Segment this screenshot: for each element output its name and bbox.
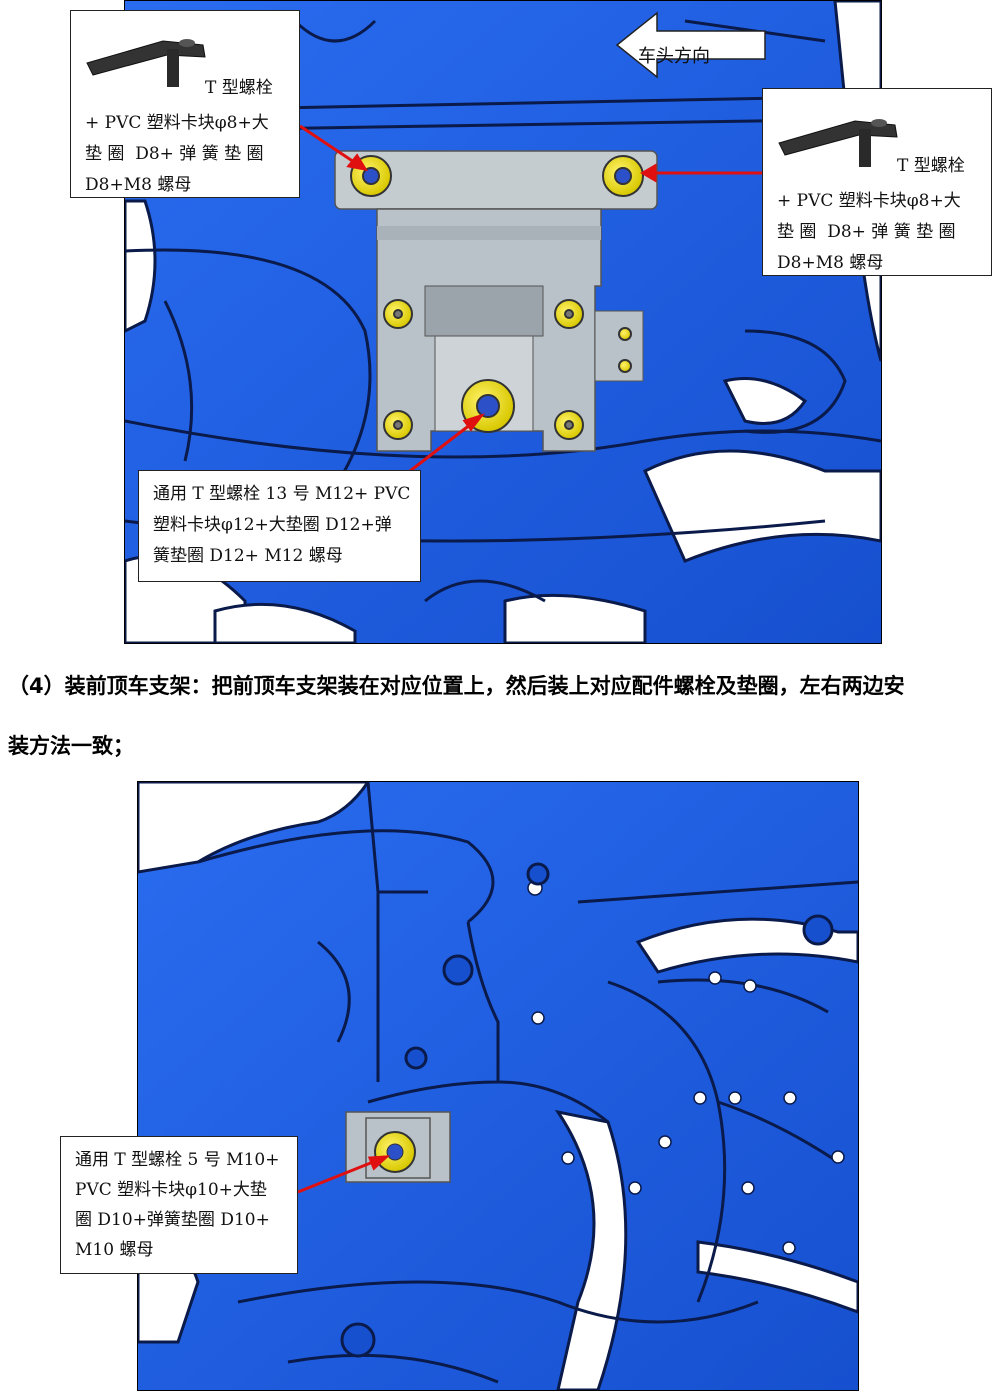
callout-right-line-2: + PVC 塑料卡块φ8+大 (777, 191, 961, 211)
leader-arrow (297, 1155, 391, 1194)
vehicle-body-panel (138, 782, 858, 1390)
bolt-m10-center (386, 1143, 404, 1161)
callout-right-line-1: T 型螺栓 (897, 156, 965, 176)
direction-arrow-icon (615, 11, 766, 79)
callout-bottom-line-1: 通用 T 型螺栓 13 号 M12+ PVC (153, 484, 411, 504)
callout-left-line-1: T 型螺栓 (205, 78, 273, 98)
step-4-line-1: （4）装前顶车支架：把前顶车支架装在对应位置上，然后装上对应配件螺栓及垫圈，左右… (8, 674, 905, 698)
callout-bottom-line-2: 塑料卡块φ12+大垫圈 D12+弹 (153, 515, 392, 535)
bracket-flange (377, 226, 601, 240)
figure-2-front-jack-bracket (137, 781, 859, 1391)
t-bolt-icon (86, 39, 206, 87)
callout-right-line-3: 垫 圈 D8+ 弹 簧 垫 圈 (777, 222, 956, 242)
callout-left-t-bolt: T 型螺栓 + PVC 塑料卡块φ8+大 垫 圈 D8+ 弹 簧 垫 圈 D8+… (70, 10, 300, 198)
bracket-channel (424, 285, 544, 337)
callout-fig2-line-4: M10 螺母 (75, 1240, 154, 1260)
callout-fig2-line-1: 通用 T 型螺栓 5 号 M10+ (75, 1150, 280, 1170)
callout-right-t-bolt: T 型螺栓 + PVC 塑料卡块φ8+大 垫 圈 D8+ 弹 簧 垫 圈 D8+… (762, 88, 992, 276)
callout-fig2-line-2: PVC 塑料卡块φ10+大垫 (75, 1180, 267, 1200)
figure-2-illustration (138, 782, 858, 1390)
step-4-line-2: 装方法一致； (8, 734, 134, 758)
bolt-group (350, 155, 644, 440)
callout-fig2-line-3: 圈 D10+弹簧垫圈 D10+ (75, 1210, 270, 1230)
callout-t-bolt-5: 通用 T 型螺栓 5 号 M10+ PVC 塑料卡块φ10+大垫 圈 D10+弹… (60, 1136, 298, 1274)
callout-bottom-line-3: 簧垫圈 D12+ M12 螺母 (153, 546, 343, 566)
callout-left-line-3: 垫 圈 D8+ 弹 簧 垫 圈 (85, 144, 264, 164)
callout-left-line-2: + PVC 塑料卡块φ8+大 (85, 113, 269, 133)
front-jack-bracket-frame (365, 1117, 431, 1179)
t-bolt-icon (778, 119, 898, 167)
callout-right-line-4: D8+M8 螺母 (777, 253, 884, 273)
bracket-side-tab (594, 310, 644, 382)
body-bolts (340, 862, 834, 1358)
callout-left-line-4: D8+M8 螺母 (85, 175, 192, 195)
direction-label: 车头方向 (638, 46, 710, 67)
leader-arrows (299, 124, 762, 473)
callout-bottom-t-bolt-13: 通用 T 型螺栓 13 号 M12+ PVC 塑料卡块φ12+大垫圈 D12+弹… (138, 470, 421, 582)
